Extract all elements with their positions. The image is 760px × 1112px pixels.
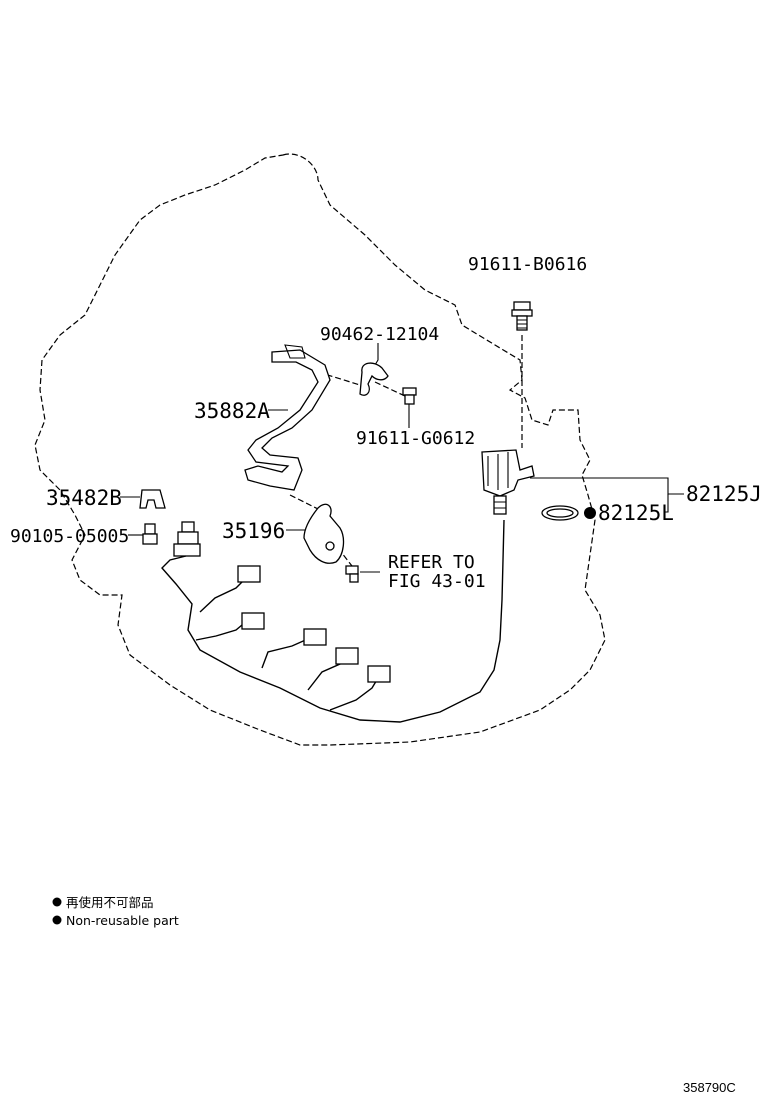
o-ring-icon [541, 505, 579, 521]
label-bracket: 35196 [222, 519, 285, 543]
temp-sensor-icon [173, 521, 201, 557]
label-sensor: 82125J [686, 482, 760, 506]
refer-line1: REFER TO [388, 552, 475, 573]
label-o-ring: 82125L [598, 501, 674, 525]
label-bolt-top: 91611-B0616 [468, 254, 587, 275]
wiring-harness [161, 519, 505, 723]
diagram-code: 358790C [683, 1080, 736, 1095]
label-clip-upper: 90462-12104 [320, 324, 439, 345]
label-clamp-left: 35482B [46, 486, 122, 510]
label-bolt-left: 90105-05005 [10, 526, 129, 547]
clip-upper-icon [359, 362, 389, 396]
refer-line2: FIG 43-01 [388, 571, 486, 592]
bracket-icon [303, 503, 345, 564]
bolt-mid-icon [402, 387, 417, 405]
legend-jp: 再使用不可部品 [66, 895, 154, 910]
speed-sensor-icon [481, 449, 535, 515]
bolt-top-icon [511, 301, 533, 331]
bolt-left-icon [142, 523, 158, 545]
harness-pipe-icon [244, 344, 331, 491]
leader-lines [120, 335, 684, 573]
legend-en: Non-reusable part [66, 913, 179, 928]
legend: 再使用不可部品 Non-reusable part [52, 895, 179, 928]
clamp-left-icon [139, 489, 166, 509]
transmission-outline [34, 153, 606, 746]
legend-marker-icon [52, 897, 62, 907]
label-bolt-mid: 91611-G0612 [356, 428, 475, 449]
label-wire-harness: 35882A [194, 399, 270, 423]
legend-marker-icon [52, 915, 62, 925]
bolt-refer-icon [345, 565, 359, 583]
non-reusable-marker-icon [584, 507, 596, 519]
